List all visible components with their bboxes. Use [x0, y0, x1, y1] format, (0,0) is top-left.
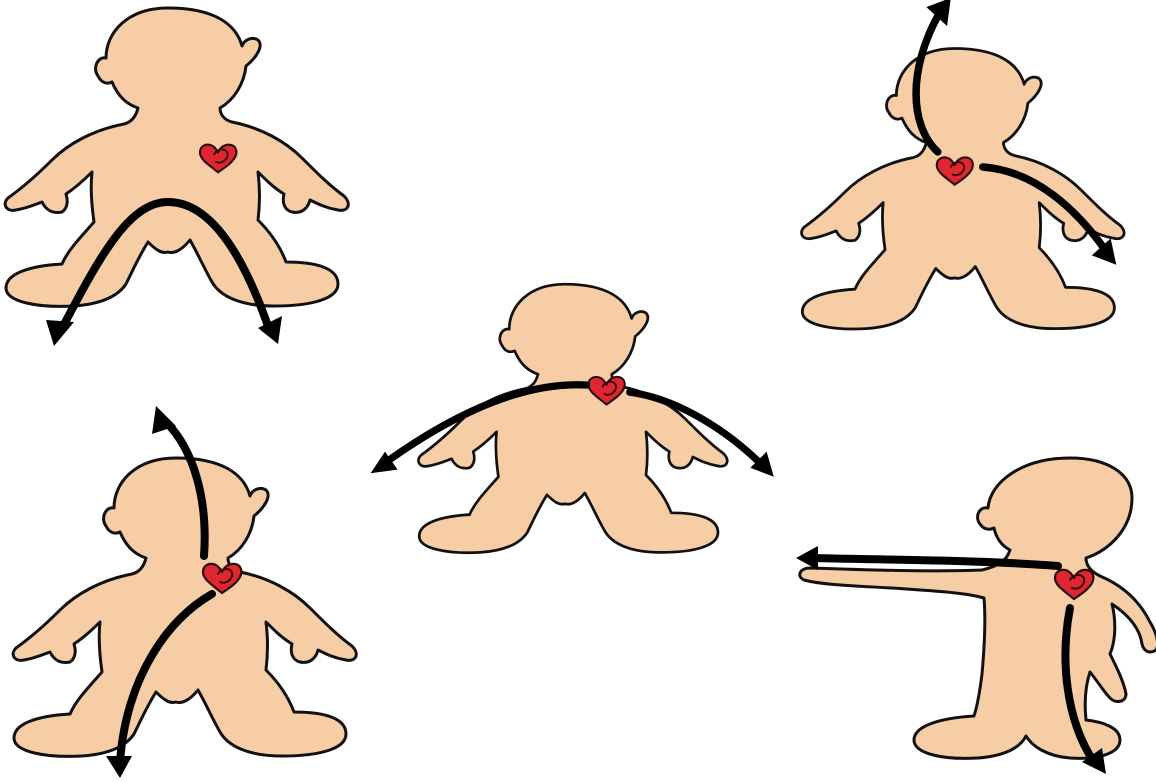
person-silhouette-icon — [5, 8, 348, 306]
figure-top-right — [802, 0, 1124, 329]
figure-top-left — [5, 8, 348, 346]
figure-bottom-right — [796, 458, 1156, 774]
person-silhouette-icon — [13, 458, 356, 756]
person-silhouette-icon — [418, 284, 727, 553]
person-silhouette-icon — [802, 49, 1124, 329]
figure-center — [371, 284, 774, 553]
figure-bottom-left — [13, 406, 356, 778]
person-silhouette-icon — [800, 458, 1156, 758]
